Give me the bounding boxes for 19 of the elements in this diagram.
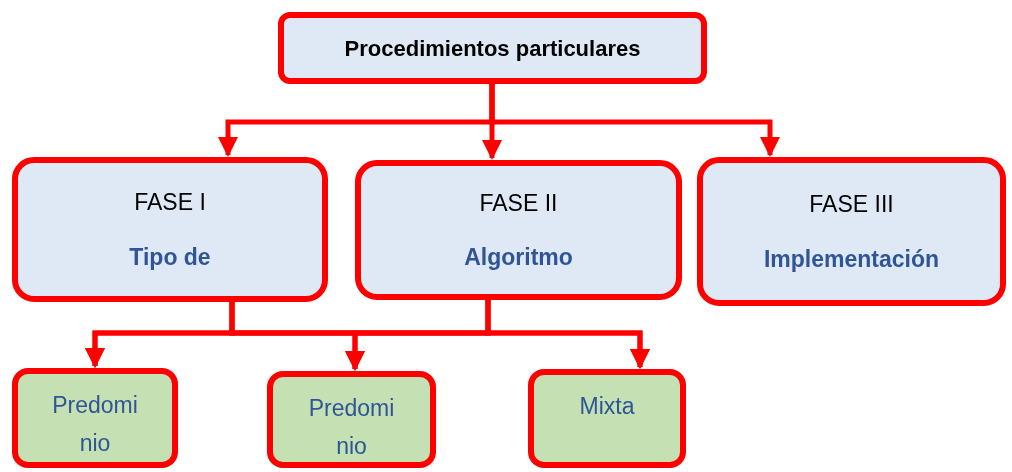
box-title: Procedimientos particulares bbox=[344, 34, 641, 63]
category-box bbox=[267, 371, 436, 468]
category-label: Predomi nio bbox=[307, 394, 396, 461]
category-box bbox=[12, 368, 178, 468]
title-box bbox=[278, 12, 707, 84]
phase-box bbox=[12, 157, 328, 302]
phase-name: Implementación bbox=[763, 244, 940, 274]
connector-arrow bbox=[485, 300, 650, 369]
category-label: Mixta bbox=[578, 392, 636, 421]
phase-name: Tipo de bbox=[129, 242, 211, 272]
phase-box bbox=[355, 160, 682, 300]
phase-label: FASE II bbox=[479, 188, 558, 218]
phase-name: Algoritmo bbox=[464, 243, 573, 272]
phase-label: FASE I bbox=[134, 188, 206, 217]
phase-label: FASE III bbox=[809, 190, 894, 219]
phase-box bbox=[697, 157, 1006, 306]
connector-arrow bbox=[489, 84, 780, 157]
category-box bbox=[528, 369, 686, 468]
category-label: Predomi nio bbox=[51, 391, 139, 458]
